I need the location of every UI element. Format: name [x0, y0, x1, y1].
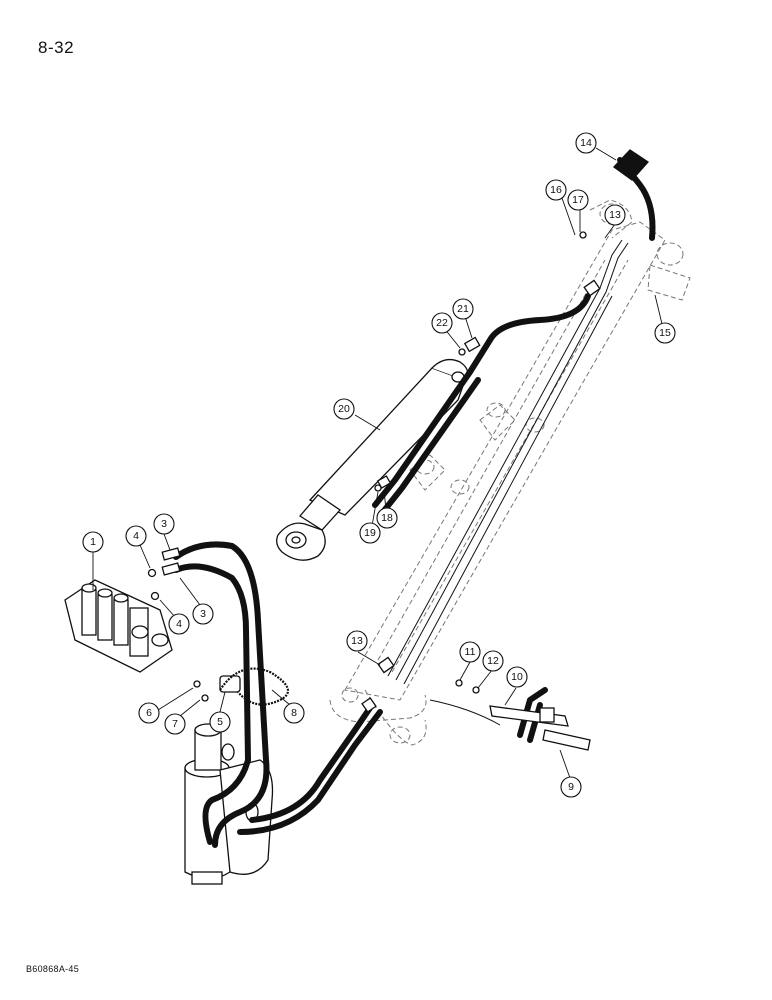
callout-13a: 13	[346, 630, 368, 652]
callout-17: 17	[567, 189, 589, 211]
callout-3b: 3	[192, 603, 214, 625]
svg-text:14: 14	[580, 137, 592, 149]
control-valve	[64, 579, 173, 673]
svg-text:6: 6	[146, 707, 152, 719]
svg-text:15: 15	[659, 327, 671, 339]
svg-text:7: 7	[172, 718, 178, 730]
svg-text:3: 3	[200, 608, 206, 620]
svg-text:13: 13	[351, 635, 363, 647]
figure-code: B60868A-45	[26, 964, 80, 974]
svg-text:9: 9	[568, 781, 574, 793]
callout-5: 5	[209, 711, 231, 733]
callout-14: 14	[575, 132, 597, 154]
svg-text:21: 21	[457, 303, 469, 315]
svg-text:8: 8	[291, 707, 297, 719]
svg-text:13: 13	[609, 209, 621, 221]
svg-text:17: 17	[572, 194, 584, 206]
callout-4b: 4	[168, 613, 190, 635]
fittings	[147, 149, 649, 751]
callout-19: 19	[359, 522, 381, 544]
callout-6: 6	[138, 702, 160, 724]
callout-7: 7	[164, 713, 186, 735]
svg-text:19: 19	[364, 527, 376, 539]
page-number: 8-32	[38, 38, 75, 57]
callout-4a: 4	[125, 525, 147, 547]
callout-10: 10	[506, 666, 528, 688]
svg-text:16: 16	[550, 184, 562, 196]
callout-16: 16	[545, 179, 567, 201]
callout-20: 20	[333, 398, 355, 420]
svg-text:22: 22	[436, 317, 448, 329]
callout-18: 18	[376, 507, 398, 529]
hoses	[173, 157, 656, 848]
svg-text:20: 20	[338, 403, 350, 415]
leader-lines	[92, 147, 663, 779]
callout-12: 12	[482, 650, 504, 672]
callout-15: 15	[654, 322, 676, 344]
svg-text:12: 12	[487, 655, 499, 667]
svg-text:5: 5	[217, 716, 223, 728]
callout-13b: 13	[604, 204, 626, 226]
svg-text:4: 4	[176, 618, 182, 630]
callout-3a: 3	[153, 513, 175, 535]
callout-22: 22	[431, 312, 453, 334]
svg-text:3: 3	[161, 518, 167, 530]
boom-steel-lines	[387, 239, 629, 685]
svg-text:11: 11	[465, 646, 476, 658]
svg-text:1: 1	[90, 536, 96, 548]
svg-text:10: 10	[511, 671, 523, 683]
svg-text:4: 4	[133, 530, 139, 542]
callout-11: 11	[459, 641, 481, 663]
callout-21: 21	[452, 298, 474, 320]
callout-1: 1	[82, 531, 104, 553]
boom-cylinder	[276, 358, 469, 561]
svg-text:18: 18	[381, 512, 393, 524]
callout-9: 9	[560, 776, 582, 798]
callout-8: 8	[283, 702, 305, 724]
swing-post	[184, 723, 274, 885]
